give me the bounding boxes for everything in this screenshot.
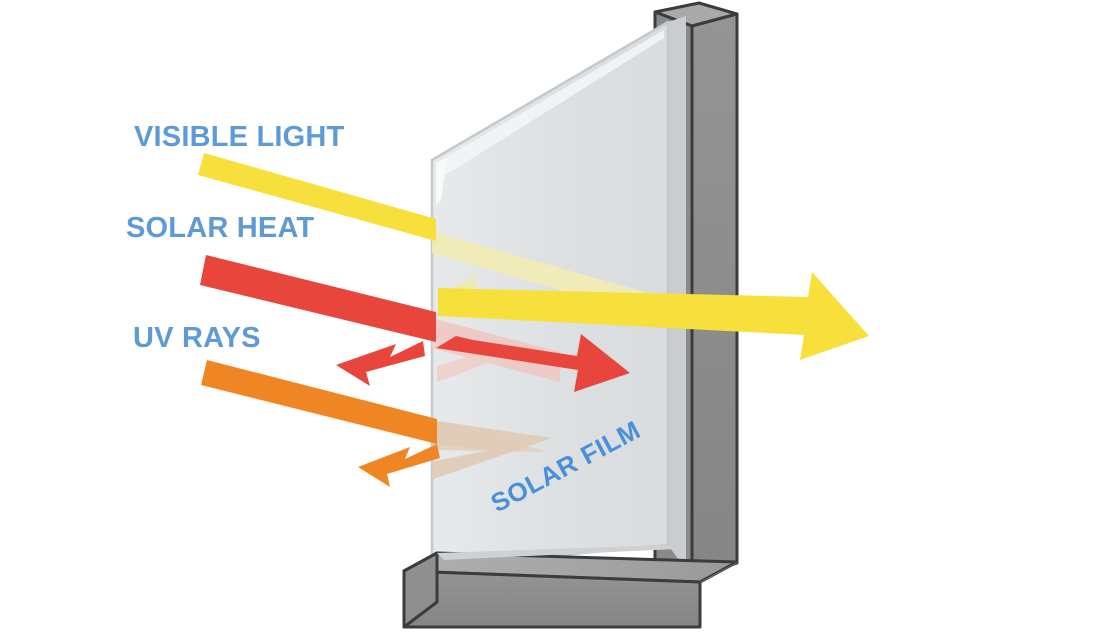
solar-heat-transmitted-arrow [436, 334, 630, 392]
glass-top-highlight [436, 30, 664, 176]
visible-light-outgoing-arrow [438, 272, 869, 360]
frame-post-inner-band [668, 16, 686, 570]
solar-heat-incoming-shaft [200, 255, 436, 342]
label-uv-rays: UV RAYS [133, 322, 261, 354]
visible-light-incoming-shaft [198, 153, 436, 241]
label-visible-light: VISIBLE LIGHT [134, 121, 345, 153]
uv-faded-reflection [432, 420, 552, 480]
frame-bottom-front-face [402, 569, 702, 629]
frame-bottom-inner-band [437, 545, 676, 560]
solar-heat-reflected-arrow [336, 341, 425, 386]
label-solar-heat: SOLAR HEAT [126, 212, 314, 244]
solar-heat-beam [200, 255, 630, 392]
glass-corner-highlight [436, 158, 447, 205]
frame-bottom-end-cap [402, 551, 439, 629]
uv-incoming-shaft [201, 360, 437, 444]
frame-bottom-right-joint [700, 562, 737, 583]
uv-rays-beam [201, 360, 440, 487]
window-frame-bottom-bar [402, 545, 739, 629]
uv-reflected-arrow [358, 444, 440, 487]
visible-light-beam [198, 153, 869, 360]
